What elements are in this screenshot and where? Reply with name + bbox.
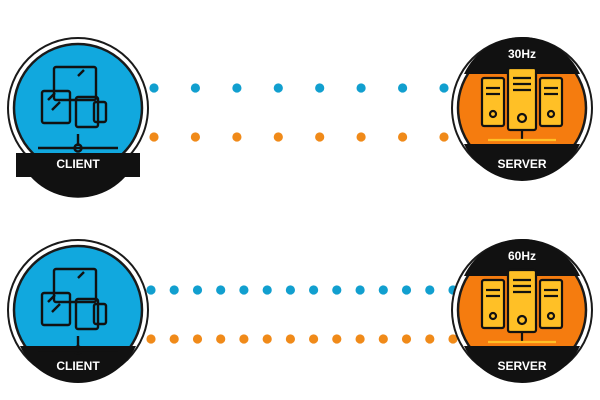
packet-dot [425, 334, 435, 344]
row-60hz: CLIENT 60Hz SERVER [7, 239, 593, 383]
packet-dot [262, 285, 272, 295]
packet-dot [448, 334, 458, 344]
client-label: CLIENT [56, 157, 100, 171]
packet-dot [309, 285, 319, 295]
packet-dot [356, 83, 366, 93]
packet-dot [401, 334, 412, 344]
packet-dot [425, 285, 435, 295]
packet-dot [232, 132, 242, 142]
dot-lane-blue-1 [149, 83, 449, 93]
packet-dot [273, 132, 283, 142]
server-rack-icon [480, 268, 564, 344]
packet-dot [401, 285, 412, 295]
packet-dot [439, 83, 449, 93]
packet-dot [146, 334, 156, 344]
packet-dot [439, 132, 449, 142]
packet-dot [216, 285, 226, 295]
packet-dot [216, 334, 226, 344]
packet-dot [378, 285, 388, 295]
packet-dot [192, 285, 203, 295]
packet-dot [190, 83, 200, 93]
client-label: CLIENT [56, 359, 100, 373]
rate-label: 60Hz [508, 249, 536, 263]
packet-dot [355, 334, 365, 344]
packet-dot [239, 285, 249, 295]
devices-icon [38, 65, 118, 153]
packet-dot [378, 334, 388, 344]
row-30hz: CLIENT 30Hz SERVER [7, 37, 593, 198]
packet-dot [149, 83, 159, 93]
packet-dot [332, 285, 342, 295]
packet-dot [146, 285, 156, 295]
packet-dot [356, 132, 366, 142]
client-node: CLIENT [7, 239, 149, 383]
dot-lane-blue-2 [146, 285, 458, 295]
server-label: SERVER [497, 157, 546, 171]
devices-icon [38, 267, 118, 355]
packet-dot [169, 285, 179, 295]
packet-dot [262, 334, 272, 344]
packet-dot [398, 83, 408, 93]
packet-dot [332, 334, 342, 344]
packet-dot [398, 132, 408, 142]
packet-dot [285, 285, 295, 295]
dot-lane-orange-1 [149, 132, 449, 142]
server-label: SERVER [497, 359, 546, 373]
dot-lane-orange-2 [146, 334, 458, 344]
packet-dot [309, 334, 319, 344]
packet-dot [149, 132, 159, 142]
packet-dot [239, 334, 249, 344]
packet-dot [285, 334, 295, 344]
client-node: CLIENT [7, 37, 149, 198]
packet-dot [273, 83, 283, 93]
rate-label: 30Hz [508, 47, 536, 61]
packet-dot [355, 285, 365, 295]
server-node: 30Hz SERVER [451, 37, 593, 181]
packet-dot [315, 132, 325, 142]
server-rack-icon [480, 66, 564, 142]
packet-dot [169, 334, 179, 344]
packet-dot [190, 132, 200, 142]
packet-dot [232, 83, 242, 93]
server-node: 60Hz SERVER [451, 239, 593, 383]
packet-dot [315, 83, 325, 93]
packet-dot [192, 334, 203, 344]
